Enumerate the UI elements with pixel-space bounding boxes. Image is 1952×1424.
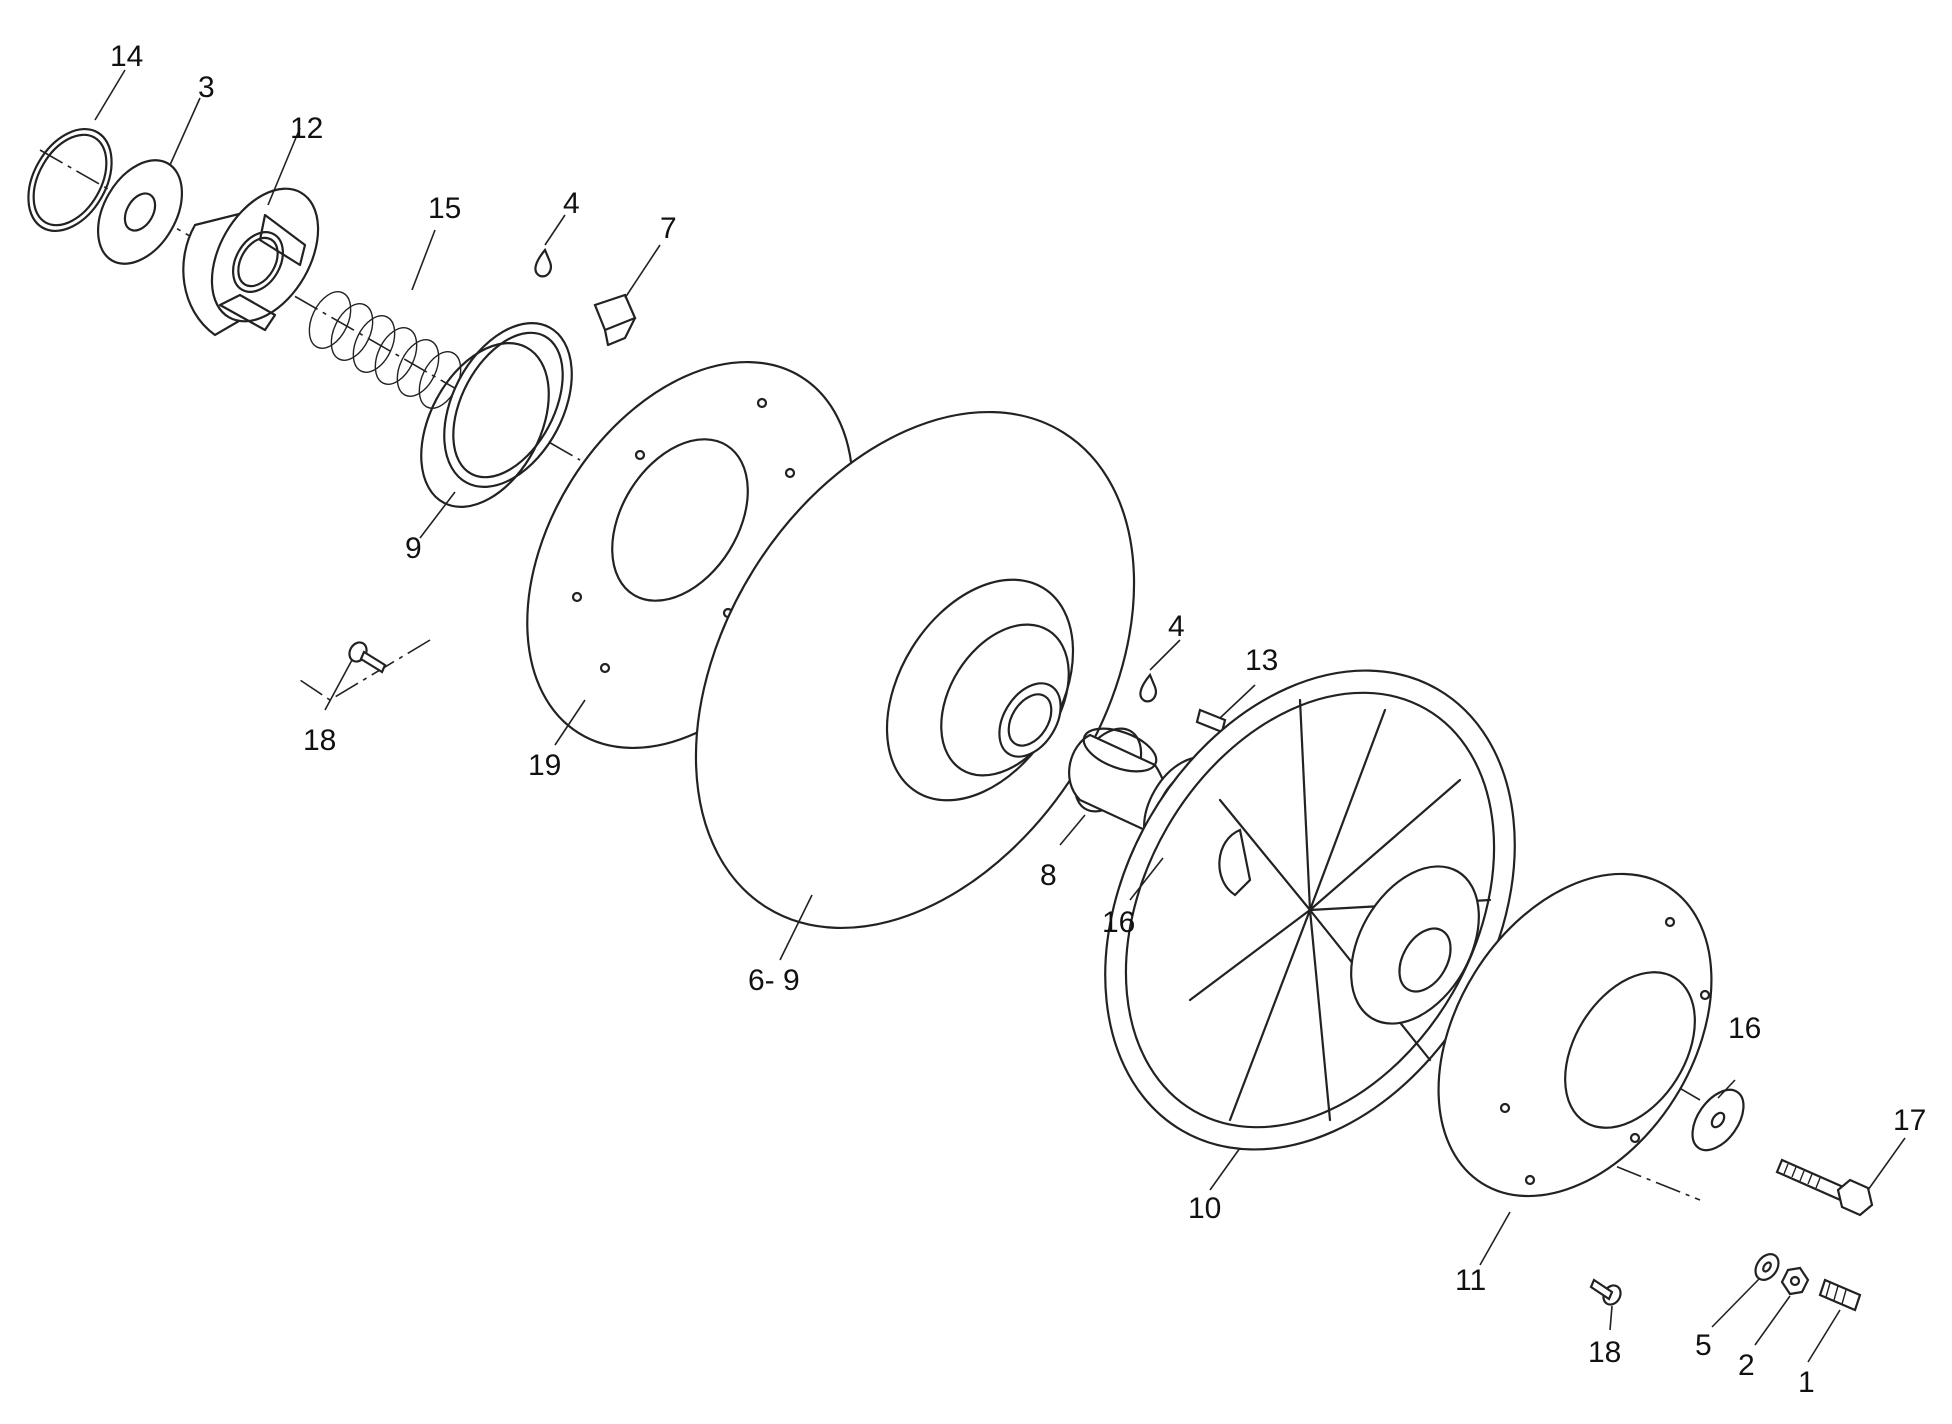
- leader-lines: [94, 69, 1906, 1363]
- nut-part-2: [1780, 1266, 1810, 1296]
- bushing-ring-part-9: [420, 322, 573, 508]
- callout-18: 18: [303, 724, 336, 757]
- fixed-sheave-part-10: [1104, 669, 1516, 1151]
- key-part-13: [1195, 708, 1227, 734]
- callout-8: 8: [1040, 859, 1057, 892]
- slider-shoe-part-7: [593, 293, 637, 347]
- callout-15: 15: [428, 192, 461, 225]
- screw-part-18: [1589, 1278, 1622, 1306]
- callout-4: 4: [1168, 610, 1185, 643]
- callout-19: 19: [528, 749, 561, 782]
- callout-18: 18: [1588, 1336, 1621, 1369]
- circlip-part-14: [27, 127, 113, 233]
- washer-part-5: [1754, 1253, 1780, 1281]
- callout-9: 9: [405, 532, 422, 565]
- callout-16: 16: [1728, 1012, 1761, 1045]
- callout-7: 7: [660, 212, 677, 245]
- callout-13: 13: [1245, 644, 1278, 677]
- callout-10: 10: [1188, 1192, 1221, 1225]
- callout-labels: 14 3 12 15 4 7 9 18 19 4 13 8 16 6- 9 10…: [110, 40, 1926, 1399]
- set-screw-part-1: [1818, 1278, 1862, 1312]
- spring-part-15: [308, 291, 462, 409]
- washer-part-16: [1691, 1088, 1745, 1152]
- callout-3: 3: [198, 71, 215, 104]
- callout-6-9: 6- 9: [748, 964, 800, 997]
- cam-part-12: [182, 187, 320, 337]
- grease-icon: [1139, 672, 1157, 703]
- back-plate-part-11: [1437, 872, 1713, 1198]
- bolt-part-17: [1775, 1158, 1874, 1217]
- callout-14: 14: [110, 40, 143, 73]
- callout-16: 16: [1102, 906, 1135, 939]
- callout-12: 12: [290, 112, 323, 145]
- callout-11: 11: [1455, 1264, 1486, 1297]
- washer-part-3: [96, 159, 184, 265]
- sheave-part-6-9: [694, 410, 1136, 930]
- callout-2: 2: [1738, 1349, 1755, 1382]
- screw-part-18: [348, 641, 387, 674]
- callout-1: 1: [1798, 1366, 1815, 1399]
- callout-5: 5: [1695, 1329, 1712, 1362]
- grease-icon: [534, 247, 552, 278]
- callout-4: 4: [563, 187, 580, 220]
- callout-17: 17: [1893, 1104, 1926, 1137]
